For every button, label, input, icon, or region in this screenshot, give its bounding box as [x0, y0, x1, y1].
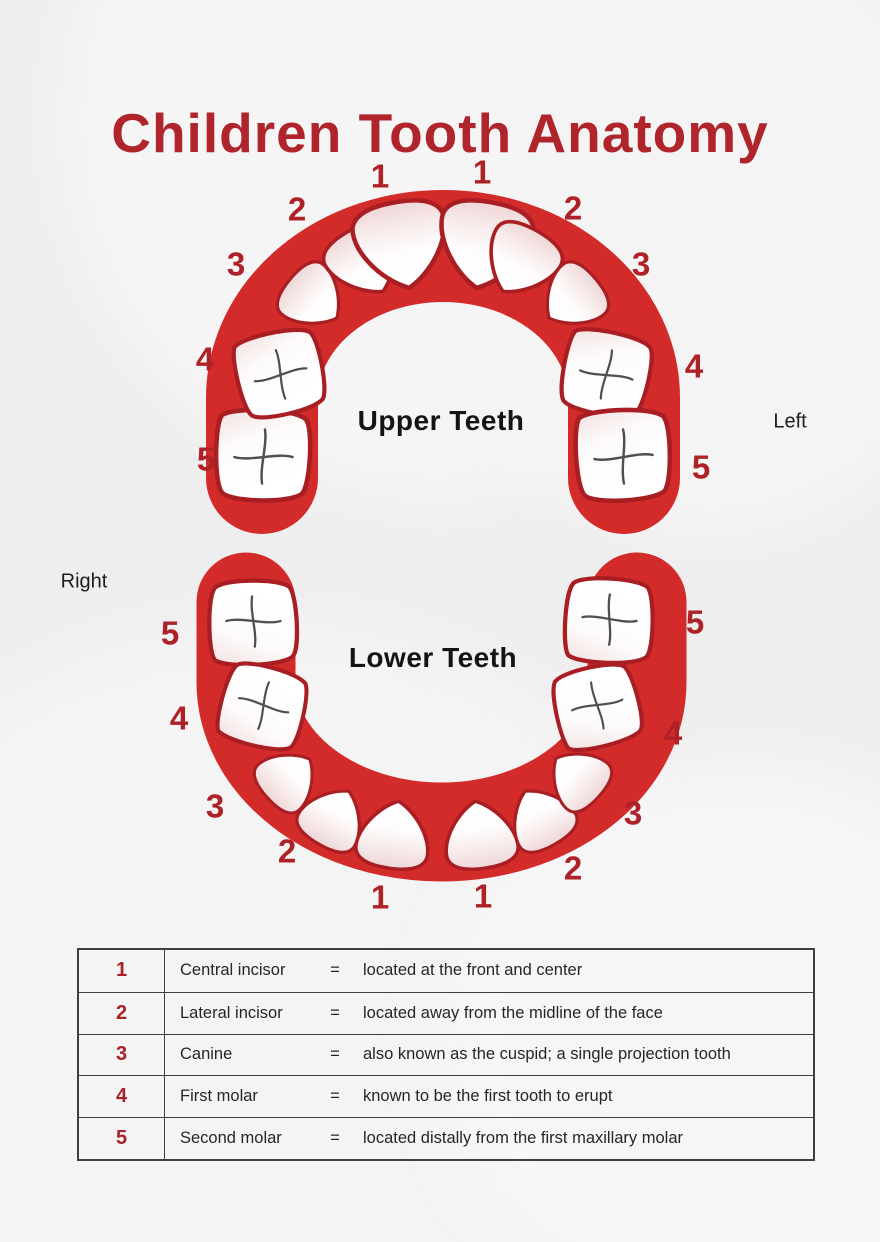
tooth-number-upper-left-1: 1 — [472, 153, 492, 191]
tooth-number-lower-left-5: 5 — [685, 603, 705, 641]
tooth-number-lower-right-3: 3 — [205, 787, 225, 825]
table-row: 4 First molar = known to be the first to… — [79, 1075, 813, 1118]
tooth-lower-right-second-molar — [210, 581, 296, 664]
tooth-number-lower-right-4: 4 — [169, 699, 189, 737]
table-row: 5 Second molar = located distally from t… — [79, 1117, 813, 1159]
tooth-number-upper-left-3: 3 — [631, 245, 651, 283]
tooth-description: also known as the cuspid; a single proje… — [363, 1045, 731, 1064]
row-number: 2 — [79, 992, 165, 1034]
tooth-lower-right-first-molar — [215, 660, 310, 753]
row-number: 5 — [79, 1118, 165, 1159]
tooth-number-upper-right-5: 5 — [196, 440, 216, 478]
table-row: 3 Canine = also known as the cuspid; a s… — [79, 1033, 813, 1076]
side-label-left: Left — [773, 410, 807, 433]
tooth-name: Canine — [180, 1045, 233, 1064]
page-title: Children Tooth Anatomy — [111, 101, 769, 164]
tooth-number-upper-left-5: 5 — [691, 448, 711, 486]
table-row: 2 Lateral incisor = located away from th… — [79, 991, 813, 1034]
tooth-number-upper-right-2: 2 — [287, 190, 307, 228]
tooth-number-upper-left-4: 4 — [684, 347, 704, 385]
tooth-description: located away from the midline of the fac… — [363, 1003, 663, 1022]
tooth-number-upper-right-3: 3 — [226, 245, 246, 283]
equals-sign: = — [330, 1087, 340, 1106]
tooth-upper-right-second-molar — [217, 411, 309, 500]
upper-teeth-label: Upper Teeth — [357, 405, 525, 436]
equals-sign: = — [330, 1003, 340, 1022]
legend-table: 1 Central incisor = located at the front… — [77, 948, 815, 1161]
tooth-upper-left-first-molar — [558, 327, 654, 421]
side-label-right: Right — [60, 570, 108, 593]
tooth-description: located at the front and center — [363, 961, 583, 980]
row-number: 1 — [79, 950, 165, 992]
table-row: 1 Central incisor = located at the front… — [79, 950, 813, 992]
tooth-name: First molar — [180, 1087, 258, 1106]
row-number: 3 — [79, 1034, 165, 1076]
tooth-lower-left-first-molar — [550, 660, 645, 753]
equals-sign: = — [330, 961, 340, 980]
tooth-number-lower-left-3: 3 — [623, 794, 643, 832]
tooth-number-lower-left-2: 2 — [563, 849, 583, 887]
equals-sign: = — [330, 1129, 340, 1148]
tooth-number-upper-right-4: 4 — [195, 340, 215, 378]
tooth-name: Second molar — [180, 1129, 282, 1148]
tooth-name: Central incisor — [180, 961, 286, 980]
tooth-number-upper-right-1: 1 — [370, 157, 390, 195]
row-number: 4 — [79, 1076, 165, 1118]
tooth-number-lower-left-4: 4 — [663, 714, 683, 752]
tooth-number-lower-right-1: 1 — [370, 878, 390, 916]
tooth-name: Lateral incisor — [180, 1003, 283, 1022]
lower-teeth-label: Lower Teeth — [348, 642, 518, 673]
tooth-description: known to be the first tooth to erupt — [363, 1087, 613, 1106]
tooth-number-lower-right-2: 2 — [277, 832, 297, 870]
tooth-description: located distally from the first maxillar… — [363, 1129, 684, 1148]
tooth-number-lower-left-1: 1 — [473, 877, 493, 915]
tooth-upper-right-first-molar — [232, 327, 328, 421]
tooth-lower-left-second-molar — [566, 579, 652, 662]
tooth-number-upper-left-2: 2 — [563, 189, 583, 227]
equals-sign: = — [330, 1045, 340, 1064]
tooth-upper-left-second-molar — [577, 411, 669, 500]
tooth-number-lower-right-5: 5 — [160, 614, 180, 652]
